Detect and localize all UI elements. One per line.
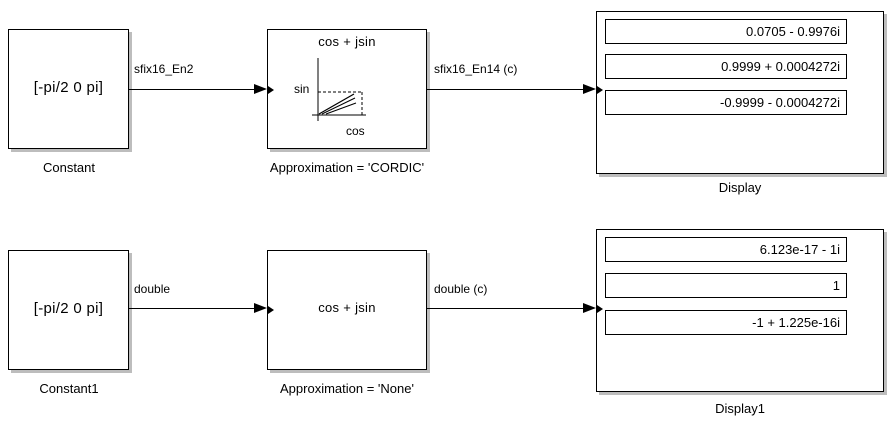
block-title: cos + jsin [318,300,376,315]
inport-icon [268,86,274,94]
display-value: 1 [605,273,847,298]
display-value: 0.9999 + 0.0004272i [605,54,847,79]
constant-block[interactable]: [-pi/2 0 pi] [8,29,129,149]
signal-wire [129,89,256,90]
display-caption: Display1 [715,401,765,416]
signal-label: double [134,282,171,296]
display-value: -0.9999 - 0.0004272i [605,90,847,115]
inport-icon [268,306,274,314]
constant-block[interactable]: [-pi/2 0 pi] [8,250,129,370]
arrow-head-icon [583,303,596,313]
display-block[interactable]: 0.0705 - 0.9976i 0.9999 + 0.0004272i -0.… [596,11,884,174]
cos-label: cos [346,124,365,138]
constant-value: [-pi/2 0 pi] [33,300,104,317]
display-caption: Display [718,180,762,195]
approximation-caption: Approximation = 'CORDIC' [269,160,425,175]
signal-label: sfix16_En14 (c) [434,62,518,76]
sin-label: sin [294,82,310,96]
approximation-block[interactable]: cos + jsin sin cos [267,29,427,149]
display-block[interactable]: 6.123e-17 - 1i 1 -1 + 1.225e-16i [596,229,884,392]
display-value: -1 + 1.225e-16i [605,310,847,335]
inport-icon [597,86,603,94]
arrow-head-icon [254,84,267,94]
approximation-caption: Approximation = 'None' [280,381,414,396]
signal-wire [129,308,256,309]
signal-wire [427,308,584,309]
constant-value: [-pi/2 0 pi] [33,79,104,96]
signal-label: sfix16_En2 [134,62,194,76]
signal-label: double (c) [434,282,488,296]
arrow-head-icon [254,303,267,313]
block-title: cos + jsin [318,34,376,49]
inport-icon [597,305,603,313]
constant-caption: Constant [42,160,96,175]
display-value: 6.123e-17 - 1i [605,237,847,262]
signal-wire [427,89,584,90]
constant-caption: Constant1 [39,381,99,396]
display-value: 0.0705 - 0.9976i [605,19,847,44]
arrow-head-icon [583,84,596,94]
cordic-plot-icon [312,58,366,121]
approximation-block[interactable]: cos + jsin [267,250,427,370]
